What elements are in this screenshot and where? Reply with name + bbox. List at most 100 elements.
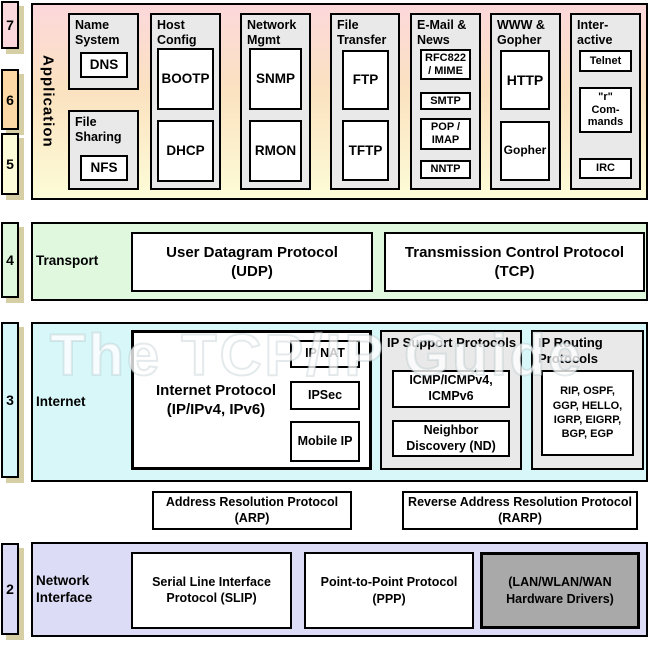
- protocol-box-irc: IRC: [579, 158, 632, 179]
- protocol-label: POP / IMAP: [430, 121, 461, 146]
- group-header: Name System: [75, 18, 120, 47]
- protocol-label: Neighbor Discovery (ND): [406, 422, 496, 453]
- application-label: Application: [39, 55, 57, 148]
- group-header: Inter- active: [577, 18, 613, 47]
- group-header: IP Routing Protocols: [538, 335, 603, 366]
- protocol-box-tcp: Transmission Control Protocol (TCP): [384, 232, 645, 292]
- protocol-label: IP NAT: [305, 346, 345, 361]
- layer-badge-4: 4: [1, 222, 19, 298]
- protocol-box-dns: DNS: [80, 52, 128, 78]
- protocol-label: Address Resolution Protocol (ARP): [165, 494, 339, 525]
- protocol-box-tftp: TFTP: [342, 120, 389, 181]
- layer-number: 4: [6, 252, 14, 268]
- protocol-label: DNS: [89, 57, 119, 73]
- protocol-box-pop-imap: POP / IMAP: [420, 118, 471, 150]
- protocol-label: "r" Com- mands: [587, 91, 624, 129]
- protocol-label: SMTP: [430, 94, 461, 107]
- protocol-box-udp: User Datagram Protocol (UDP): [131, 232, 373, 292]
- protocol-label: NNTP: [430, 163, 461, 176]
- group-host-config: Host Config BOOTP DHCP: [150, 13, 221, 190]
- protocol-box-ftp: FTP: [342, 50, 389, 110]
- internet-band: Internet Internet Protocol (IP/IPv4, IPv…: [31, 322, 648, 482]
- protocol-box-slip: Serial Line Interface Protocol (SLIP): [131, 552, 292, 629]
- layer-number: 2: [6, 581, 14, 597]
- protocol-label: BOOTP: [161, 71, 210, 87]
- protocol-box-telnet: Telnet: [579, 50, 632, 72]
- protocol-box-icmp: ICMP/ICMPv4, ICMPv6: [392, 370, 510, 408]
- group-interactive: Inter- active Telnet "r" Com- mands IRC: [570, 13, 641, 190]
- group-header: File Sharing: [75, 115, 122, 144]
- protocol-box-ip-nat: IP NAT: [290, 340, 360, 368]
- layer-badge-3: 3: [1, 322, 19, 478]
- protocol-box-rarp: Reverse Address Resolution Protocol (RAR…: [402, 491, 638, 530]
- protocol-box-hardware-drivers: (LAN/WLAN/WAN Hardware Drivers): [480, 552, 640, 629]
- protocol-box-http: HTTP: [500, 50, 550, 110]
- layer-badge-5: 5: [1, 133, 19, 195]
- protocol-box-rfc822-mime: RFC822 / MIME: [420, 49, 471, 80]
- protocol-label-line: User Datagram Protocol: [166, 243, 338, 261]
- protocol-label: DHCP: [166, 143, 205, 159]
- protocol-box-neighbor-discovery: Neighbor Discovery (ND): [392, 420, 510, 457]
- protocol-label-line: (TCP): [494, 263, 535, 280]
- protocol-box-ipsec: IPSec: [290, 381, 360, 410]
- protocol-box-routing-list: RIP, OSPF, GGP, HELLO, IGRP, EIGRP, BGP,…: [541, 370, 634, 456]
- group-header: E-Mail & News: [417, 18, 467, 47]
- protocol-label-line: Transmission Control Protocol: [404, 243, 625, 261]
- protocol-label: (LAN/WLAN/WAN Hardware Drivers): [506, 575, 614, 606]
- protocol-box-smtp: SMTP: [420, 92, 471, 110]
- group-name-system: Name System DNS: [68, 13, 139, 90]
- group-ip-support: IP Support Protocols ICMP/ICMPv4, ICMPv6…: [380, 330, 522, 470]
- transport-band: Transport User Datagram Protocol (UDP) T…: [31, 222, 648, 301]
- protocol-label: Telnet: [589, 54, 622, 67]
- protocol-box-snmp: SNMP: [249, 48, 302, 110]
- protocol-box-mobile-ip: Mobile IP: [290, 421, 360, 462]
- transport-label: Transport: [36, 253, 99, 269]
- group-network-mgmt: Network Mgmt SNMP RMON: [240, 13, 311, 190]
- layer-badge-6: 6: [1, 69, 19, 130]
- protocol-label: RMON: [254, 143, 297, 159]
- application-band: Application Name System DNS File Sharing…: [31, 3, 648, 200]
- layer-number: 7: [6, 17, 14, 33]
- protocol-box-nntp: NNTP: [420, 160, 471, 179]
- layer-number: 5: [6, 156, 14, 172]
- protocol-label: IRC: [596, 162, 615, 175]
- protocol-label: SNMP: [255, 71, 295, 87]
- protocol-box-gopher: Gopher: [500, 121, 550, 181]
- protocol-box-ppp: Point-to-Point Protocol (PPP): [304, 552, 474, 629]
- protocol-label-line: (PPP): [372, 591, 406, 606]
- network-interface-label: Network Interface: [36, 573, 93, 605]
- protocol-label: RFC822 / MIME: [425, 51, 466, 77]
- protocol-box-bootp: BOOTP: [157, 48, 214, 110]
- group-www-gopher: WWW & Gopher HTTP Gopher: [490, 13, 561, 190]
- group-file-sharing: File Sharing NFS: [68, 110, 139, 190]
- group-header: Network Mgmt: [247, 18, 297, 47]
- layer-badge-2: 2: [1, 543, 19, 635]
- protocol-label: Gopher: [503, 143, 547, 158]
- protocol-label: RIP, OSPF, GGP, HELLO, IGRP, EIGRP, BGP,…: [552, 385, 623, 441]
- group-header: File Transfer: [337, 18, 387, 47]
- protocol-label: NFS: [90, 160, 118, 176]
- protocol-box-r-commands: "r" Com- mands: [579, 87, 632, 133]
- protocol-label: FTP: [352, 72, 379, 88]
- group-header: WWW & Gopher: [497, 18, 545, 47]
- layer-number: 6: [6, 91, 14, 108]
- layer-number: 3: [6, 392, 14, 408]
- group-file-transfer: File Transfer FTP TFTP: [330, 13, 400, 190]
- protocol-label-line: (UDP): [231, 263, 273, 280]
- network-interface-band: Network Interface Serial Line Interface …: [31, 542, 648, 637]
- protocol-box-ip: Internet Protocol (IP/IPv4, IPv6) IP NAT…: [131, 330, 372, 470]
- protocol-label: ICMP/ICMPv4, ICMPv6: [409, 373, 493, 403]
- internet-label: Internet: [36, 393, 86, 409]
- group-header: IP Support Protocols: [387, 335, 517, 350]
- protocol-label: TFTP: [348, 142, 383, 158]
- protocol-label-line: Point-to-Point Protocol: [320, 575, 458, 590]
- protocol-label: Mobile IP: [297, 433, 353, 448]
- protocol-box-rmon: RMON: [249, 120, 302, 182]
- ip-label: Internet Protocol (IP/IPv4, IPv6): [155, 381, 276, 419]
- protocol-label: IPSec: [307, 387, 343, 402]
- protocol-label: Serial Line Interface Protocol (SLIP): [152, 574, 271, 605]
- protocol-label: Reverse Address Resolution Protocol (RAR…: [408, 494, 632, 525]
- protocol-box-nfs: NFS: [80, 155, 128, 181]
- protocol-label: HTTP: [506, 71, 544, 88]
